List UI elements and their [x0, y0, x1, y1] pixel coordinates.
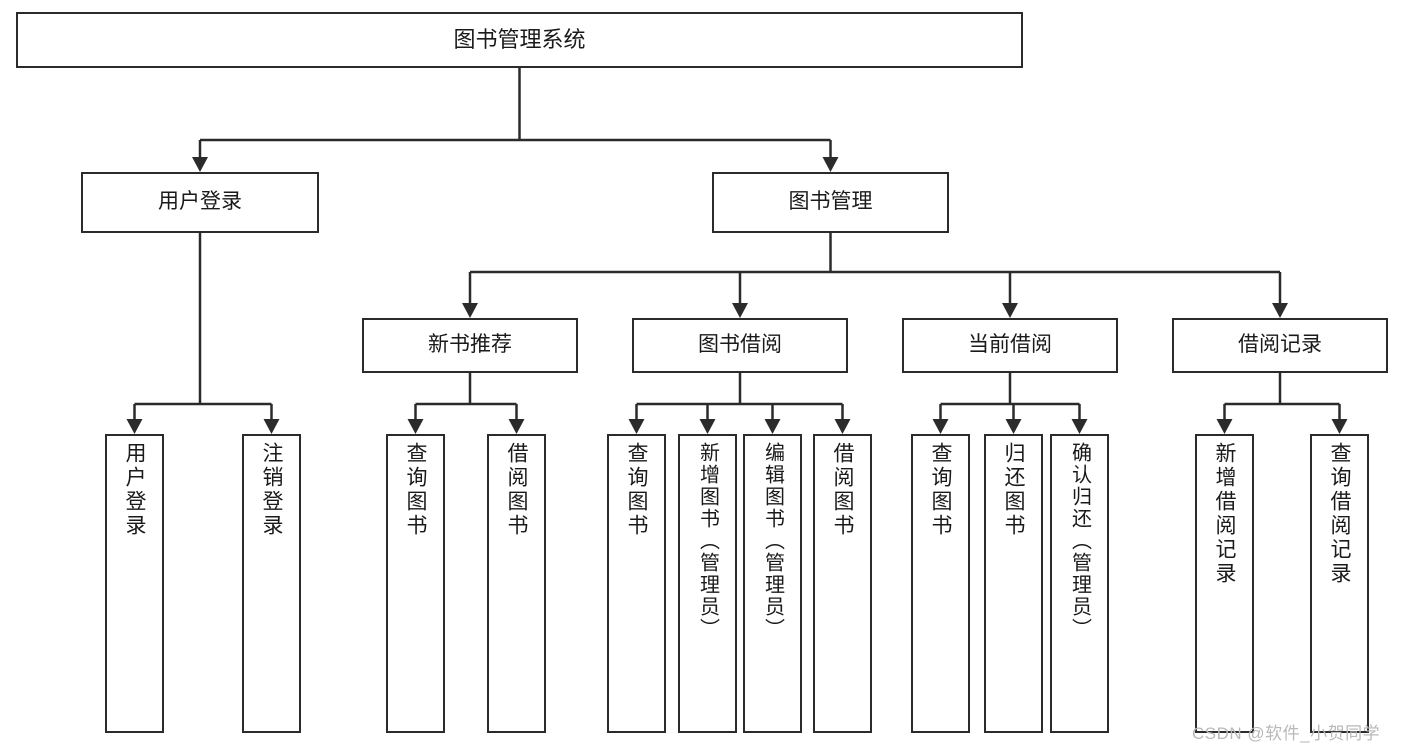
node-leaf-user-login: 用户登录	[105, 434, 164, 733]
node-leaf-edit-book: 编辑图书（管理员）	[743, 434, 802, 733]
node-label: 图书管理系统	[453, 27, 586, 53]
node-leaf-query-book-borrow: 查询图书	[607, 434, 666, 733]
node-label: 查询图书	[404, 442, 427, 538]
node-leaf-query-record: 查询借阅记录	[1310, 434, 1369, 733]
node-leaf-query-book-cur: 查询图书	[911, 434, 970, 733]
node-label: 图书管理	[788, 190, 873, 214]
connector-1-arrow-1-head	[732, 303, 748, 318]
node-label: 借阅图书	[505, 442, 528, 538]
node-label: 确认归还（管理员）	[1068, 442, 1091, 640]
connector-0-arrow-1-head	[822, 157, 839, 172]
node-leaf-add-book: 新增图书（管理员）	[678, 434, 737, 733]
node-label: 查询借阅记录	[1328, 442, 1351, 586]
connector-6-arrow-0-head	[1216, 419, 1233, 434]
node-current-borrow: 当前借阅	[902, 318, 1118, 373]
node-leaf-add-record: 新增借阅记录	[1195, 434, 1254, 733]
node-new-book-rec: 新书推荐	[362, 318, 578, 373]
node-label: 用户登录	[158, 190, 242, 214]
node-borrow-record: 借阅记录	[1172, 318, 1388, 373]
node-label: 图书借阅	[698, 333, 782, 357]
node-label: 查询图书	[929, 442, 952, 538]
node-leaf-query-book-rec: 查询图书	[386, 434, 445, 733]
node-label: 借阅记录	[1238, 333, 1322, 357]
node-book-borrow: 图书借阅	[632, 318, 848, 373]
node-leaf-confirm-return: 确认归还（管理员）	[1050, 434, 1109, 733]
node-leaf-borrow-book-rec: 借阅图书	[487, 434, 546, 733]
node-label: 归还图书	[1002, 442, 1025, 538]
connector-5-arrow-0-head	[932, 419, 949, 434]
node-label: 新增图书（管理员）	[696, 442, 719, 640]
connector-4-arrow-3-head	[834, 419, 851, 434]
node-label: 借阅图书	[831, 442, 854, 538]
connector-0-arrow-0-head	[192, 157, 208, 172]
connector-4-arrow-1-head	[699, 419, 716, 434]
node-leaf-logout: 注销登录	[242, 434, 301, 733]
connector-1-arrow-2-head	[1002, 303, 1018, 318]
connector-4-arrow-2-head	[764, 419, 781, 434]
node-label: 用户登录	[123, 442, 146, 538]
connector-1-arrow-0-head	[462, 303, 478, 318]
node-label: 当前借阅	[968, 333, 1052, 357]
connector-5-arrow-1-head	[1005, 419, 1022, 434]
node-label: 新书推荐	[428, 333, 512, 357]
connector-5-arrow-2-head	[1071, 419, 1088, 434]
watermark-text: CSDN @软件_小贺同学	[1192, 724, 1381, 743]
node-user-login: 用户登录	[81, 172, 319, 233]
node-book-manage: 图书管理	[712, 172, 949, 233]
node-leaf-borrow-book: 借阅图书	[813, 434, 872, 733]
node-label: 编辑图书（管理员）	[761, 442, 784, 640]
connector-2-arrow-1-head	[263, 419, 280, 434]
connector-3-arrow-1-head	[508, 419, 525, 434]
connector-4-arrow-0-head	[628, 419, 645, 434]
connector-6-arrow-1-head	[1331, 419, 1348, 434]
node-root: 图书管理系统	[16, 12, 1023, 68]
node-label: 新增借阅记录	[1213, 442, 1236, 586]
node-leaf-return-book: 归还图书	[984, 434, 1043, 733]
connector-2-arrow-0-head	[126, 419, 143, 434]
node-label: 注销登录	[260, 442, 283, 538]
connector-3-arrow-0-head	[407, 419, 424, 434]
connector-1-arrow-3-head	[1272, 303, 1288, 318]
node-label: 查询图书	[625, 442, 648, 538]
